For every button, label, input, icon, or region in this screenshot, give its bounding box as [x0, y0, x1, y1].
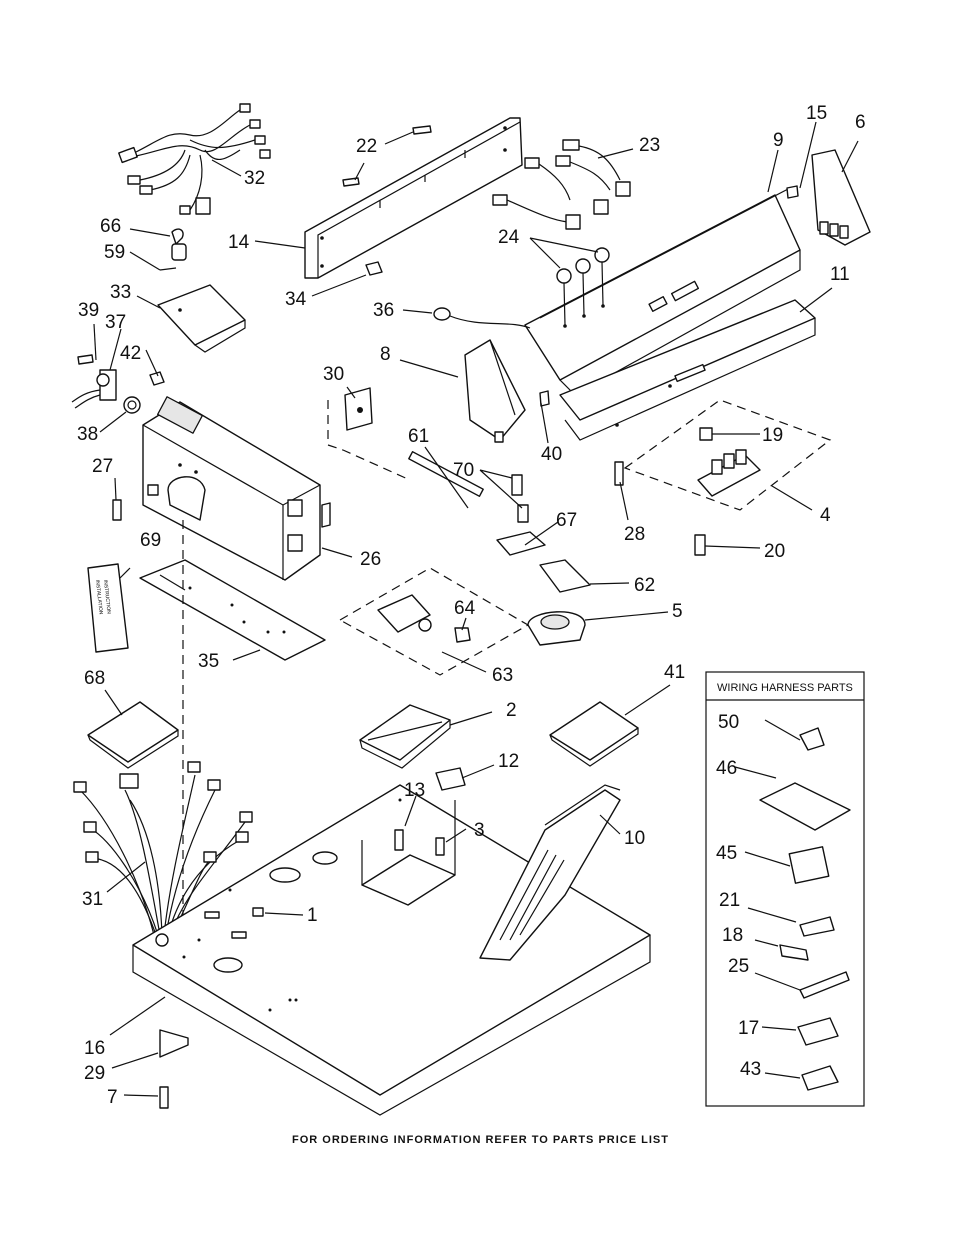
callout-66: 66 — [100, 216, 121, 237]
callout-59: 59 — [104, 242, 125, 263]
callout-70: 70 — [453, 460, 474, 481]
callout-41: 41 — [664, 662, 685, 683]
callout-29: 29 — [84, 1063, 105, 1084]
wiring-harness-parts-box: WIRING HARNESS PARTS — [705, 671, 865, 1107]
footer-note: FOR ORDERING INFORMATION REFER TO PARTS … — [292, 1134, 669, 1146]
callout-62: 62 — [634, 575, 655, 596]
callout-13: 13 — [404, 780, 425, 801]
wiring-label-18: 18 — [722, 925, 743, 946]
bracket-11 — [559, 299, 816, 441]
booklet-text-line2: INSTRUCTION — [102, 580, 112, 615]
insulation-sheet-35 — [139, 559, 326, 661]
wiring-label-50: 50 — [718, 712, 739, 733]
base-top-16 — [132, 767, 651, 1116]
callout-14: 14 — [228, 232, 250, 253]
callout-39: 39 — [78, 300, 99, 321]
wiring-label-46: 46 — [716, 758, 737, 779]
leader-lines — [93, 121, 859, 1097]
callout-9: 9 — [773, 130, 784, 151]
control-panel-14 — [304, 117, 523, 279]
callout-68: 68 — [84, 668, 105, 689]
callout-7: 7 — [107, 1087, 118, 1108]
wire-harness-32 — [118, 103, 271, 215]
wiring-box-labels: 50 46 45 21 18 25 17 43 — [716, 712, 761, 1080]
bracket-30 — [327, 387, 484, 498]
wire-harness-23 — [492, 139, 631, 230]
housing-26 — [142, 396, 331, 581]
pad-2 — [359, 704, 451, 769]
callout-22: 22 — [356, 136, 377, 157]
callout-34: 34 — [285, 289, 307, 310]
callout-69: 69 — [140, 530, 161, 551]
callout-12: 12 — [498, 751, 519, 772]
console-9 — [524, 187, 801, 396]
callout-67: 67 — [556, 510, 577, 531]
callout-20: 20 — [764, 541, 785, 562]
callout-4: 4 — [820, 505, 831, 526]
callout-31: 31 — [82, 889, 103, 910]
installation-booklet-69: INSTALLATION INSTRUCTION — [87, 563, 129, 653]
switch-4 — [614, 399, 832, 556]
callout-42: 42 — [120, 343, 141, 364]
callout-27: 27 — [92, 456, 113, 477]
booklet-text-line1: INSTALLATION — [94, 580, 104, 616]
end-cap-8 — [464, 339, 550, 443]
callout-30: 30 — [323, 364, 344, 385]
callout-23: 23 — [639, 135, 660, 156]
callout-8: 8 — [380, 344, 391, 365]
callout-11: 11 — [830, 264, 850, 285]
wiring-label-43: 43 — [740, 1059, 761, 1080]
callout-3: 3 — [474, 820, 485, 841]
callout-37: 37 — [105, 312, 126, 333]
callout-36: 36 — [373, 300, 394, 321]
callout-38: 38 — [77, 424, 98, 445]
callout-33: 33 — [110, 282, 131, 303]
callout-5: 5 — [672, 601, 683, 622]
heater-switch-63 — [338, 567, 530, 676]
callout-1: 1 — [307, 905, 318, 926]
thermostat-parts-left — [71, 228, 246, 414]
callout-19: 19 — [762, 425, 783, 446]
callout-35: 35 — [198, 651, 219, 672]
callout-64: 64 — [454, 598, 476, 619]
wiring-label-17: 17 — [738, 1018, 759, 1039]
callout-6: 6 — [855, 112, 866, 133]
callout-40: 40 — [541, 444, 562, 465]
wiring-label-45: 45 — [716, 843, 737, 864]
wiring-label-25: 25 — [728, 956, 749, 977]
screws-27-70 — [112, 474, 546, 556]
wiring-box-title: WIRING HARNESS PARTS — [717, 682, 853, 694]
pad-41 — [549, 701, 639, 767]
callout-32: 32 — [244, 168, 265, 189]
callout-24: 24 — [498, 227, 520, 248]
ground-wire-36 — [433, 307, 531, 329]
pad-68 — [87, 701, 179, 769]
callout-15: 15 — [806, 103, 827, 124]
end-cap-6 — [786, 149, 871, 246]
callout-2: 2 — [506, 700, 517, 721]
callout-numbers: 32 22 14 34 23 9 15 6 24 36 11 66 59 33 … — [77, 103, 866, 1108]
callout-28: 28 — [624, 524, 645, 545]
wiring-label-21: 21 — [719, 890, 740, 911]
callout-61: 61 — [408, 426, 429, 447]
callout-10: 10 — [624, 828, 645, 849]
parts-62-5 — [527, 559, 591, 646]
callout-16: 16 — [84, 1038, 105, 1059]
callout-26: 26 — [360, 549, 381, 570]
callout-63: 63 — [492, 665, 513, 686]
wire-harness-31 — [73, 761, 253, 936]
